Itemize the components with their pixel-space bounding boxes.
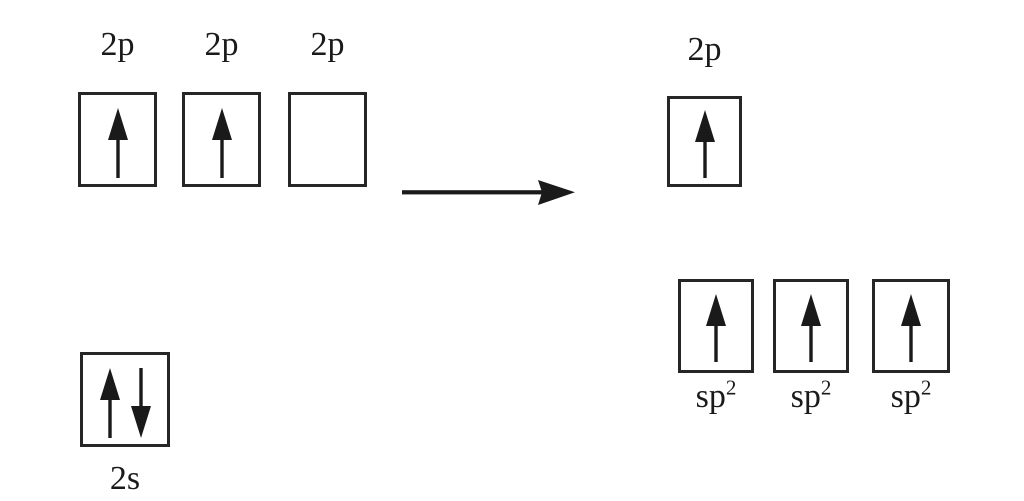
orbital-label-sp2-1: sp2 (678, 377, 754, 415)
orbital-box-2p-3-empty (288, 92, 367, 187)
orbital-label-2p-3: 2p (310, 26, 345, 63)
electron-up-arrow-icon (801, 294, 821, 362)
orbital-label-2p-product: 2p (687, 31, 722, 68)
electron-up-arrow-icon (706, 294, 726, 362)
orbital-box-2s (80, 352, 170, 447)
orbital-label-sp2-3: sp2 (872, 377, 950, 415)
orbital-label-sp2-3-superscript: 2 (920, 375, 932, 400)
reaction-arrow-icon (402, 180, 575, 205)
orbital-label-sp2-1-superscript: 2 (725, 375, 737, 400)
electron-up-arrow-icon (695, 110, 715, 178)
orbital-box-sp2-1 (678, 279, 754, 373)
electron-up-arrow-icon (100, 368, 120, 438)
orbital-label-2p-2: 2p (204, 26, 239, 63)
orbital-label-sp2-2-superscript: 2 (820, 375, 832, 400)
orbital-label-sp2-2-base: sp (790, 378, 821, 415)
electron-up-arrow-icon (212, 108, 232, 178)
orbital-label-2p-1: 2p (100, 26, 135, 63)
orbital-label-sp2-1-base: sp (695, 378, 726, 415)
orbital-label-sp2-2: sp2 (773, 377, 849, 415)
electron-up-arrow-icon (901, 294, 921, 362)
orbital-label-2s: 2s (109, 460, 141, 497)
orbital-box-2p-product (667, 96, 742, 187)
orbital-label-sp2-3-base: sp (890, 378, 921, 415)
orbital-box-2p-2 (182, 92, 261, 187)
orbital-box-2p-1 (78, 92, 157, 187)
electron-down-arrow-icon (131, 368, 151, 438)
orbital-box-sp2-3 (872, 279, 950, 373)
electron-up-arrow-icon (108, 108, 128, 178)
orbital-box-sp2-2 (773, 279, 849, 373)
